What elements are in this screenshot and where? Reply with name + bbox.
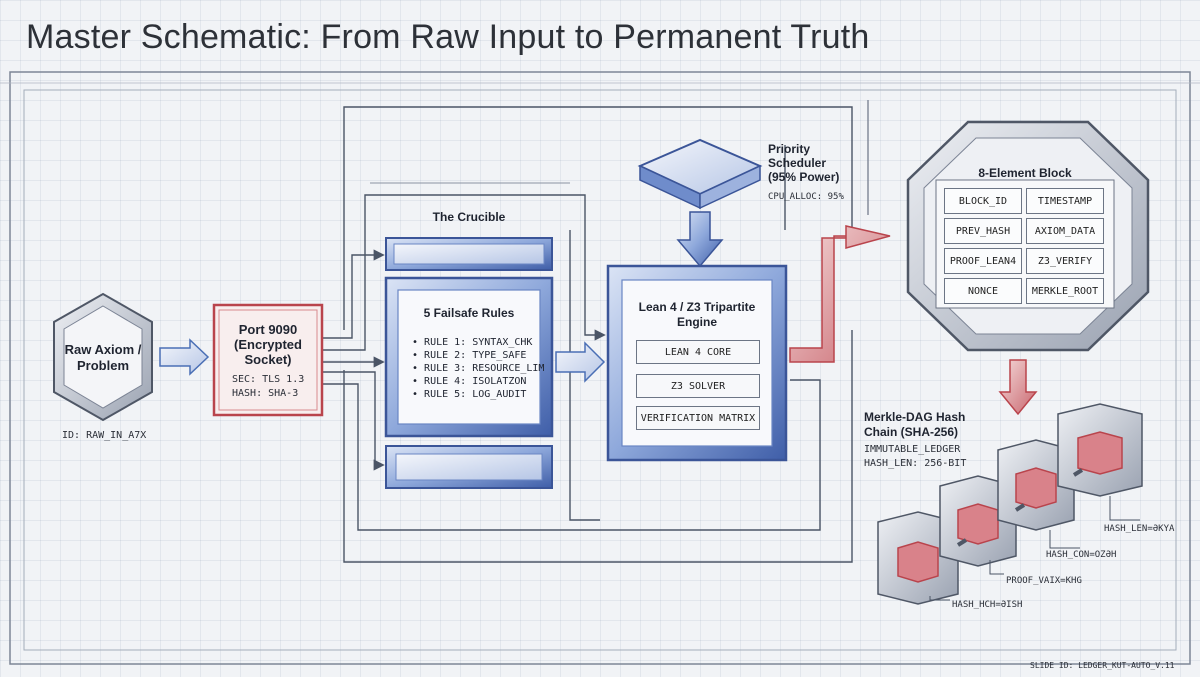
rule-item: • RULE 3: RESOURCE_LIM — [412, 363, 545, 374]
rule-item: • RULE 4: ISOLATZON — [412, 376, 527, 387]
port-title: Port 9090 (Encrypted Socket) — [234, 322, 302, 367]
scheduler-alloc: CPU_ALLOC: 95% — [768, 192, 844, 202]
merkle-line2: HASH_LEN: 256-BIT — [864, 458, 967, 469]
arrow-engine-to-block — [789, 225, 891, 363]
arrow-crucible-to-engine — [555, 341, 606, 383]
rules-title: 5 Failsafe Rules — [423, 306, 515, 320]
callout-leaders — [929, 496, 1140, 601]
engine-module-matrix: VERIFICATION MATRIX — [636, 406, 760, 430]
raw-axiom-hexagon — [53, 292, 153, 422]
port-hash: HASH: SHA-3 — [232, 388, 299, 399]
merkle-callout: PROOF_VAIX=KHG — [1006, 576, 1082, 586]
merkle-line1: IMMUTABLE_LEDGER — [864, 444, 961, 455]
block-cell: AXIOM_DATA — [1026, 218, 1104, 244]
port-sec: SEC: TLS 1.3 — [232, 374, 305, 385]
outer-frame — [9, 71, 1191, 665]
scheduler-prism — [637, 138, 763, 210]
page-title: Master Schematic: From Raw Input to Perm… — [26, 18, 870, 56]
cube-1 — [877, 511, 959, 605]
merkle-title: Merkle-DAG Hash Chain (SHA-256) — [864, 410, 966, 439]
block-cell: TIMESTAMP — [1026, 188, 1104, 214]
merkle-callout: HASH_HCH=ƏISH — [952, 600, 1023, 610]
engine-title: Lean 4 / Z3 Tripartite Engine — [638, 300, 756, 329]
rule-item: • RULE 2: TYPE_SAFE — [412, 350, 527, 361]
raw-axiom-label: Raw Axiom / Problem — [64, 342, 142, 373]
port-box — [212, 303, 324, 417]
block-title: 8-Element Block — [978, 166, 1072, 180]
block-cell: PROOF_LEAN4 — [944, 248, 1022, 274]
arrow-scheduler-to-engine — [676, 211, 724, 268]
block-cell: Z3_VERIFY — [1026, 248, 1104, 274]
engine-module-z3: Z3 SOLVER — [636, 374, 760, 398]
inner-frame — [23, 89, 1177, 651]
merkle-cube-chain — [877, 403, 1143, 605]
scheduler-title: Priority Scheduler (95% Power) — [768, 142, 840, 184]
arrow-block-to-chain — [998, 359, 1038, 416]
raw-axiom-id: ID: RAW_IN_A7X — [62, 430, 147, 441]
crucible-top-bar — [385, 237, 553, 271]
arrow-raw-to-port — [159, 338, 210, 376]
engine-module-lean: LEAN 4 CORE — [636, 340, 760, 364]
merkle-callout: HASH_CON=OZƏH — [1046, 550, 1117, 560]
block-cell: NONCE — [944, 278, 1022, 304]
rules-list: • RULE 1: SYNTAX_CHK • RULE 2: TYPE_SAFE… — [412, 336, 544, 401]
slide-id: SLIDE ID: LEDGER_KUT-AUTO_V.11 — [1030, 661, 1175, 670]
crucible-title: The Crucible — [432, 210, 506, 224]
merkle-callout: HASH_LEN=ƏKYA — [1104, 524, 1175, 534]
rule-item: • RULE 5: LOG_AUDIT — [412, 389, 527, 400]
crucible-bottom-bar — [385, 445, 553, 489]
crucible-rules-box — [384, 276, 554, 438]
rule-item: • RULE 1: SYNTAX_CHK — [412, 337, 533, 348]
cube-4 — [1057, 403, 1143, 497]
routing-lines — [322, 100, 869, 563]
block-cell: BLOCK_ID — [944, 188, 1022, 214]
block-cell: MERKLE_ROOT — [1026, 278, 1104, 304]
block-cell: PREV_HASH — [944, 218, 1022, 244]
